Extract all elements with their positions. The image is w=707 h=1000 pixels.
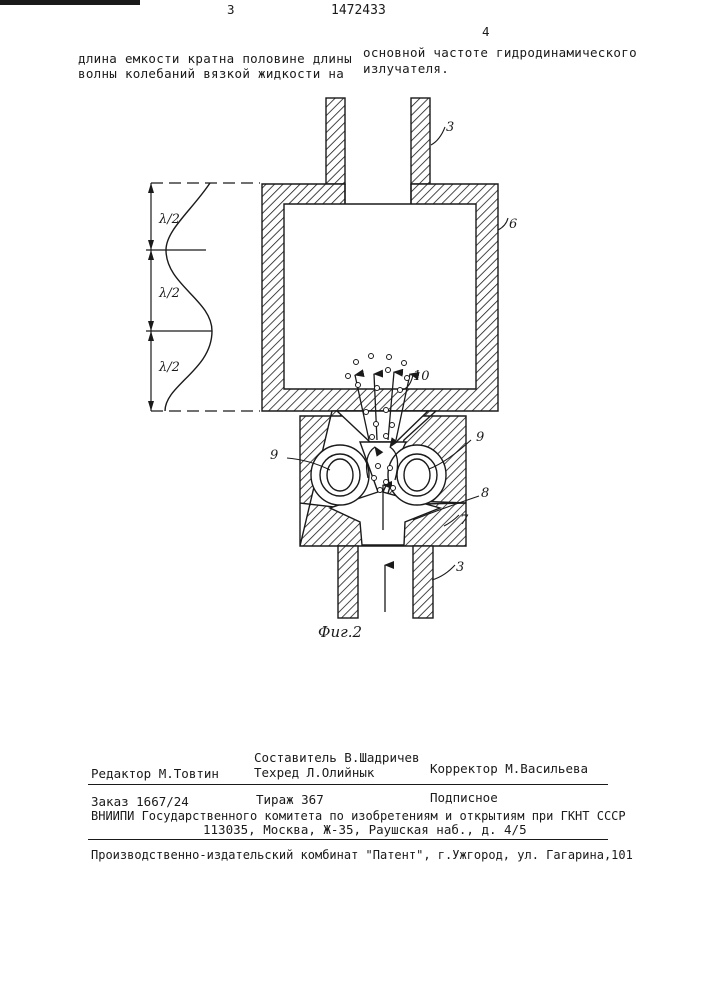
colophon-techred: Техред Л.Олийнык (254, 766, 374, 780)
label-half-wave-3: λ/2 (158, 360, 180, 375)
label-half-wave-1: λ/2 (158, 212, 180, 227)
colophon-corrector: Корректор М.Васильева (430, 762, 588, 776)
label-body: 7 (460, 513, 469, 528)
outlet-pipe-left-wall (338, 546, 358, 618)
colophon-compiler: Составитель В.Шадричев (254, 751, 420, 765)
label-toroid-right: 9 (476, 430, 484, 445)
colophon-subscription: Подписное (430, 791, 498, 805)
figure-2-drawing: 3 6 10 9 9 8 7 3 λ/2 λ/2 λ/2 Фиг.2 (0, 0, 707, 680)
label-channel: 8 (481, 486, 489, 501)
label-toroid-left: 9 (270, 448, 278, 463)
label-tank: 6 (509, 217, 517, 232)
label-half-wave-2: λ/2 (158, 286, 180, 301)
colophon-circulation: Тираж 367 (256, 793, 324, 807)
outlet-pipe-right-wall (413, 546, 433, 618)
inlet-pipe-right-wall (411, 98, 430, 184)
colophon-rule-bottom (88, 839, 608, 840)
label-bubbles: 10 (413, 369, 430, 384)
colophon-address: 113035, Москва, Ж-35, Раушская наб., д. … (203, 823, 527, 837)
colophon-order: Заказ 1667/24 (91, 795, 189, 809)
colophon-rule-top (88, 784, 608, 785)
label-pipe-bottom: 3 (456, 560, 464, 575)
figure-caption: Фиг.2 (318, 623, 362, 641)
label-pipe-top: 3 (446, 120, 454, 135)
colophon-editor: Редактор М.Товтин (91, 767, 219, 781)
inlet-pipe-left-wall (326, 98, 345, 184)
colophon-publisher: Производственно-издательский комбинат "П… (91, 848, 633, 862)
tank-wall (262, 184, 498, 411)
colophon-institute: ВНИИПИ Государственного комитета по изоб… (91, 809, 626, 823)
